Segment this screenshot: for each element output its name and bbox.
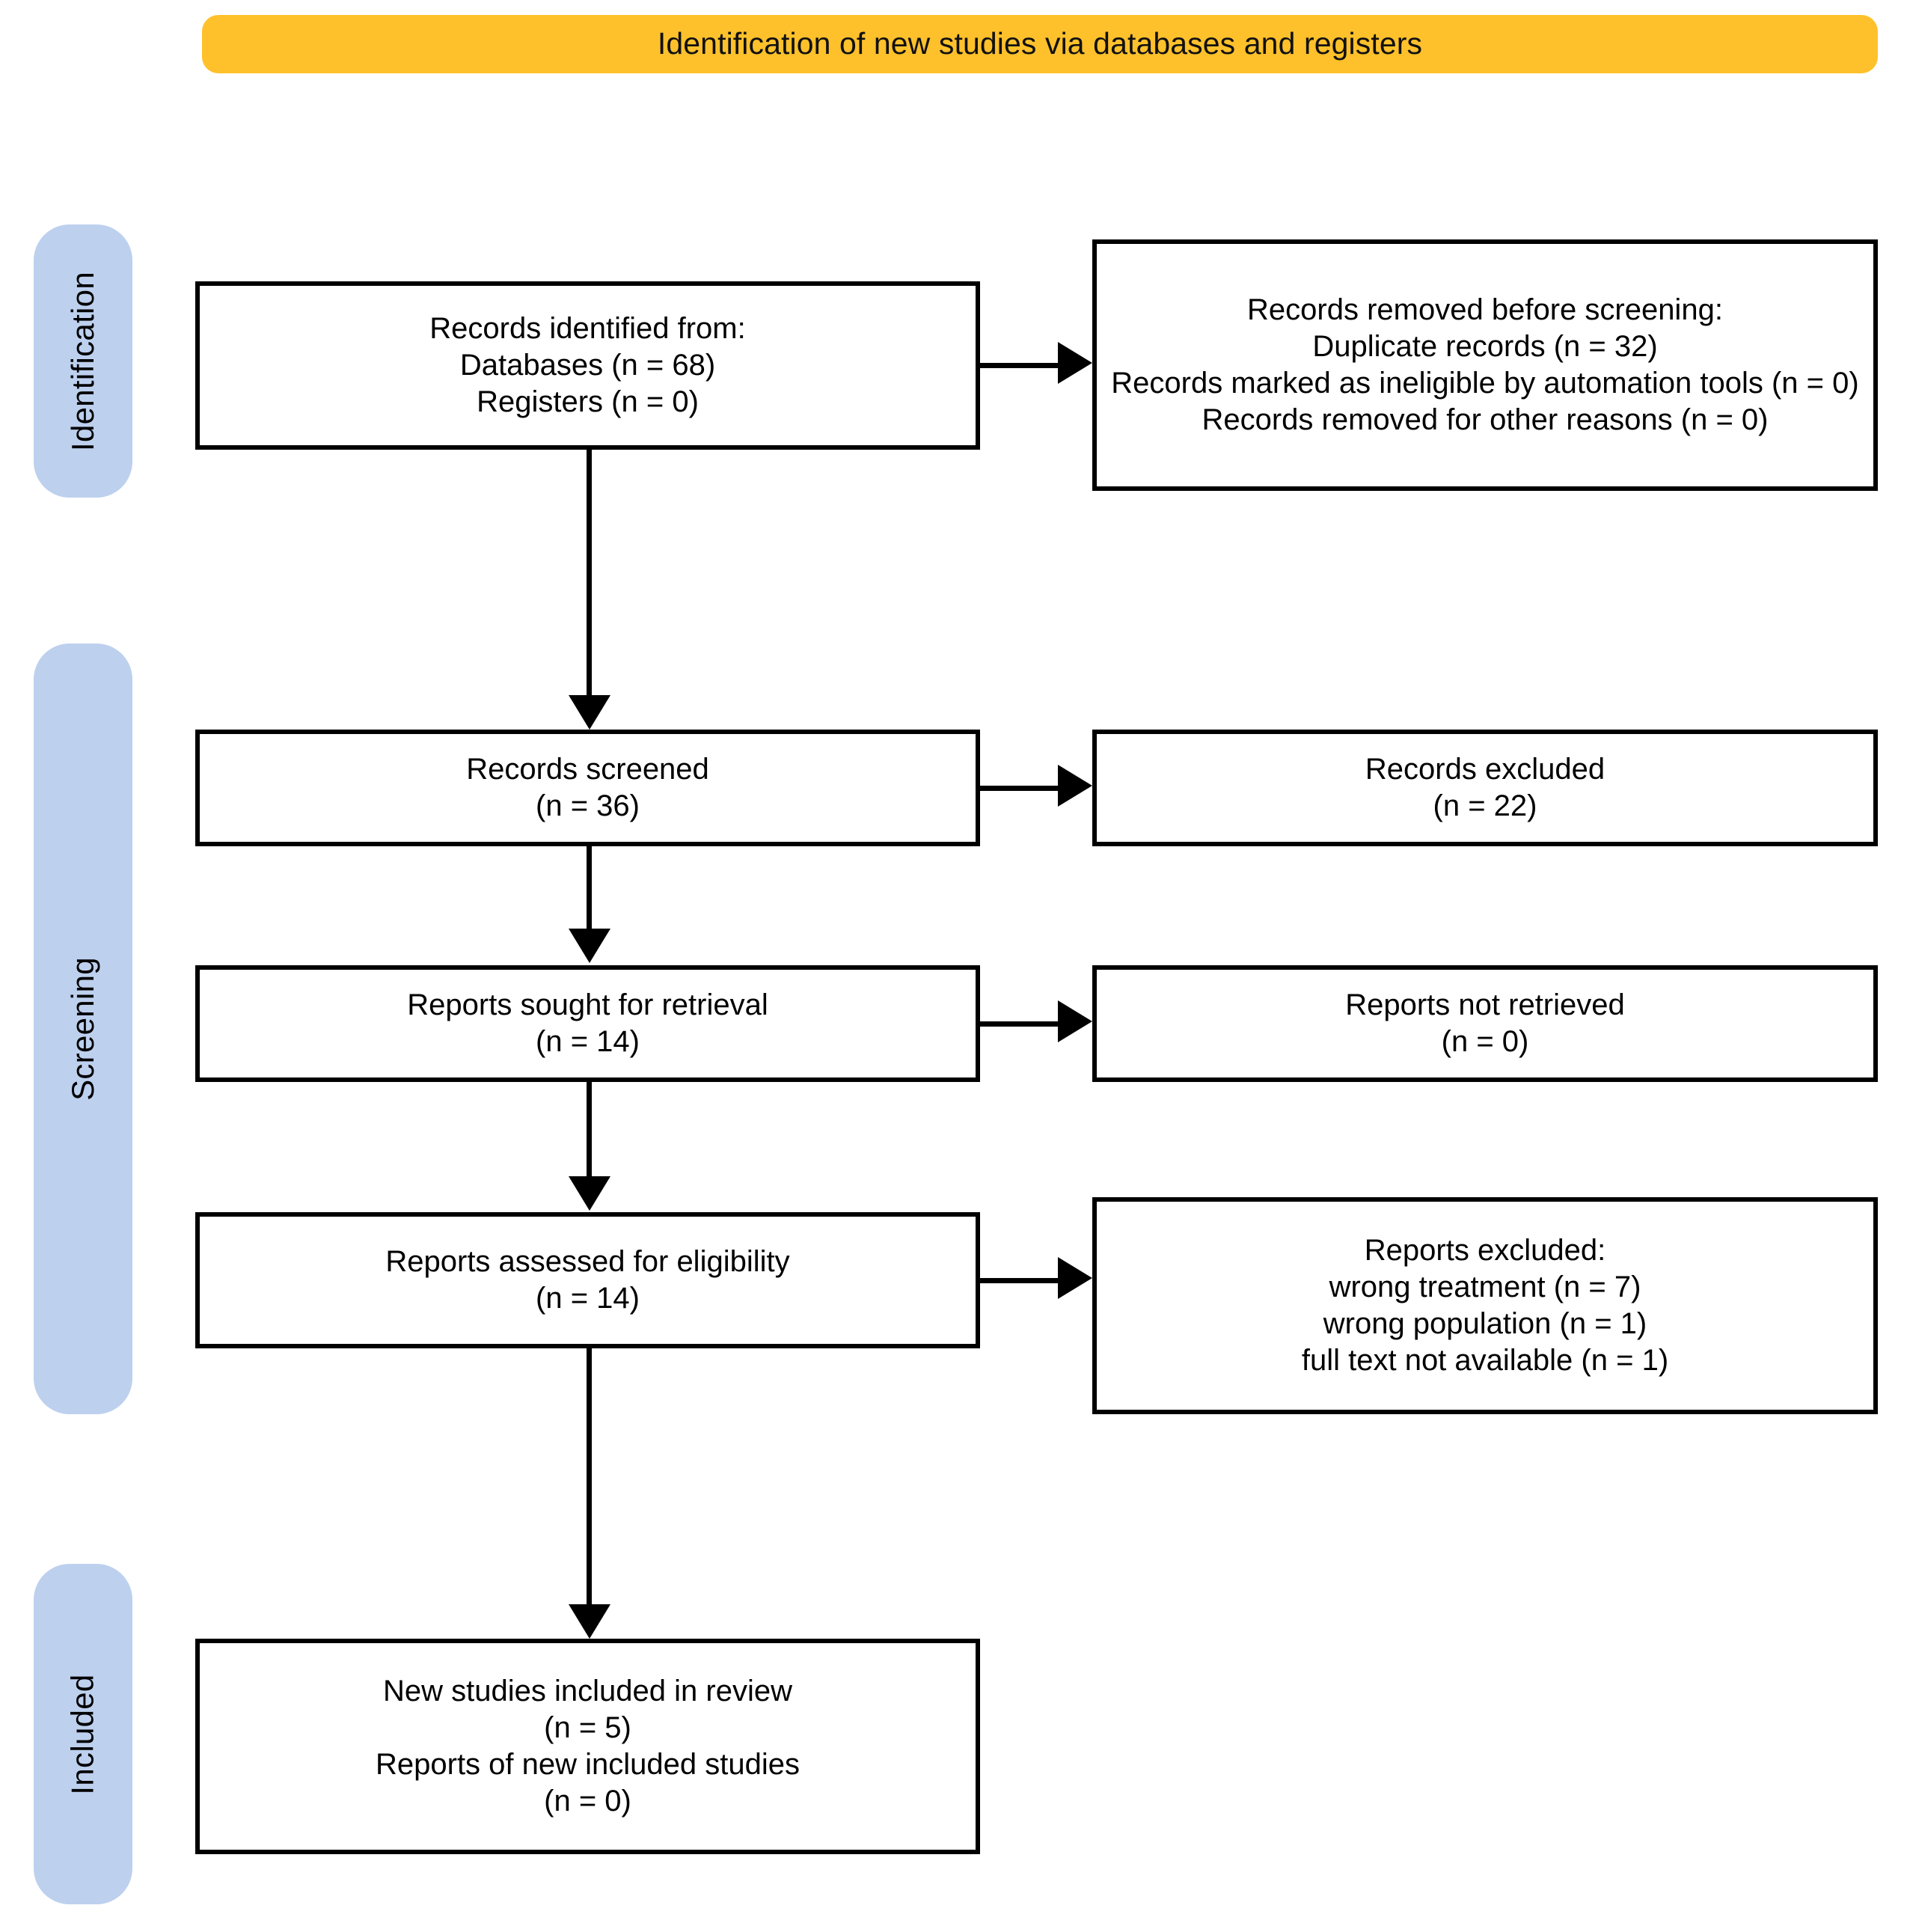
stage-label-screening: Screening <box>34 644 132 1414</box>
reports-sought-line-1: Reports sought for retrieval <box>407 988 768 1022</box>
reports-excluded-line-4: full text not available (n = 1) <box>1301 1343 1669 1377</box>
reports-assessed-line-1: Reports assessed for eligibility <box>385 1245 790 1279</box>
records-screened-line-2: (n = 36) <box>536 789 640 822</box>
connector-screened-to-records-excluded <box>980 786 1061 791</box>
new-studies-included-line-1: New studies included in review <box>383 1675 792 1708</box>
reports-excluded-line-3: wrong population (n = 1) <box>1323 1307 1647 1340</box>
reports-not-retrieved-line-1: Reports not retrieved <box>1345 988 1625 1022</box>
box-records-identified: Records identified from: Databases (n = … <box>195 281 980 450</box>
reports-excluded-line-1: Reports excluded: <box>1364 1234 1606 1268</box>
records-excluded-line-1: Records excluded <box>1365 753 1606 786</box>
records-removed-line-3: Records marked as ineligible by automati… <box>1111 367 1859 400</box>
reports-sought-line-2: (n = 14) <box>536 1025 640 1058</box>
box-reports-assessed-for-eligibility: Reports assessed for eligibility (n = 14… <box>195 1212 980 1348</box>
connector-eligibility-to-included <box>587 1348 592 1606</box>
box-reports-excluded: Reports excluded: wrong treatment (n = 7… <box>1092 1197 1878 1414</box>
stage-label-identification: Identification <box>34 224 132 498</box>
box-new-studies-included: New studies included in review (n = 5) R… <box>195 1639 980 1854</box>
records-excluded-line-2: (n = 22) <box>1433 789 1537 822</box>
reports-assessed-line-2: (n = 14) <box>536 1282 640 1315</box>
stage-label-included: Included <box>34 1564 132 1904</box>
connector-sought-to-eligibility <box>587 1082 592 1178</box>
diagram-header-banner: Identification of new studies via databa… <box>202 15 1878 73</box>
arrowhead-down-icon <box>569 1604 610 1639</box>
new-studies-included-line-2: (n = 5) <box>544 1711 631 1745</box>
box-records-screened: Records screened (n = 36) <box>195 730 980 846</box>
new-studies-included-line-4: (n = 0) <box>544 1784 631 1818</box>
records-identified-line-2: Databases (n = 68) <box>459 349 716 382</box>
stage-label-identification-text: Identification <box>65 271 100 451</box>
arrowhead-right-icon <box>1058 765 1092 807</box>
box-reports-not-retrieved: Reports not retrieved (n = 0) <box>1092 965 1878 1082</box>
records-removed-line-2: Duplicate records (n = 32) <box>1312 330 1658 364</box>
stage-label-included-text: Included <box>65 1673 101 1795</box>
box-records-removed-before-screening: Records removed before screening: Duplic… <box>1092 239 1878 491</box>
connector-sought-to-not-retrieved <box>980 1021 1061 1027</box>
arrowhead-down-icon <box>569 1176 610 1211</box>
connector-identified-to-removed <box>980 363 1061 368</box>
box-reports-sought-for-retrieval: Reports sought for retrieval (n = 14) <box>195 965 980 1082</box>
box-records-excluded: Records excluded (n = 22) <box>1092 730 1878 846</box>
arrowhead-right-icon <box>1058 342 1092 384</box>
reports-not-retrieved-line-2: (n = 0) <box>1441 1025 1529 1058</box>
arrowhead-right-icon <box>1058 1257 1092 1299</box>
records-removed-line-4: Records removed for other reasons (n = 0… <box>1202 403 1769 436</box>
records-identified-line-3: Registers (n = 0) <box>477 385 699 418</box>
stage-label-screening-text: Screening <box>65 957 101 1101</box>
arrowhead-down-icon <box>569 929 610 963</box>
records-removed-line-1: Records removed before screening: <box>1247 293 1723 327</box>
reports-excluded-line-2: wrong treatment (n = 7) <box>1329 1271 1641 1304</box>
new-studies-included-line-3: Reports of new included studies <box>376 1748 800 1781</box>
banner-title: Identification of new studies via databa… <box>657 26 1423 61</box>
connector-screened-to-sought <box>587 846 592 930</box>
arrowhead-right-icon <box>1058 1000 1092 1042</box>
connector-eligibility-to-reports-excluded <box>980 1278 1061 1283</box>
arrowhead-down-icon <box>569 695 610 730</box>
records-identified-line-1: Records identified from: <box>429 312 746 346</box>
connector-identified-to-screened <box>587 450 592 697</box>
records-screened-line-1: Records screened <box>466 753 709 786</box>
